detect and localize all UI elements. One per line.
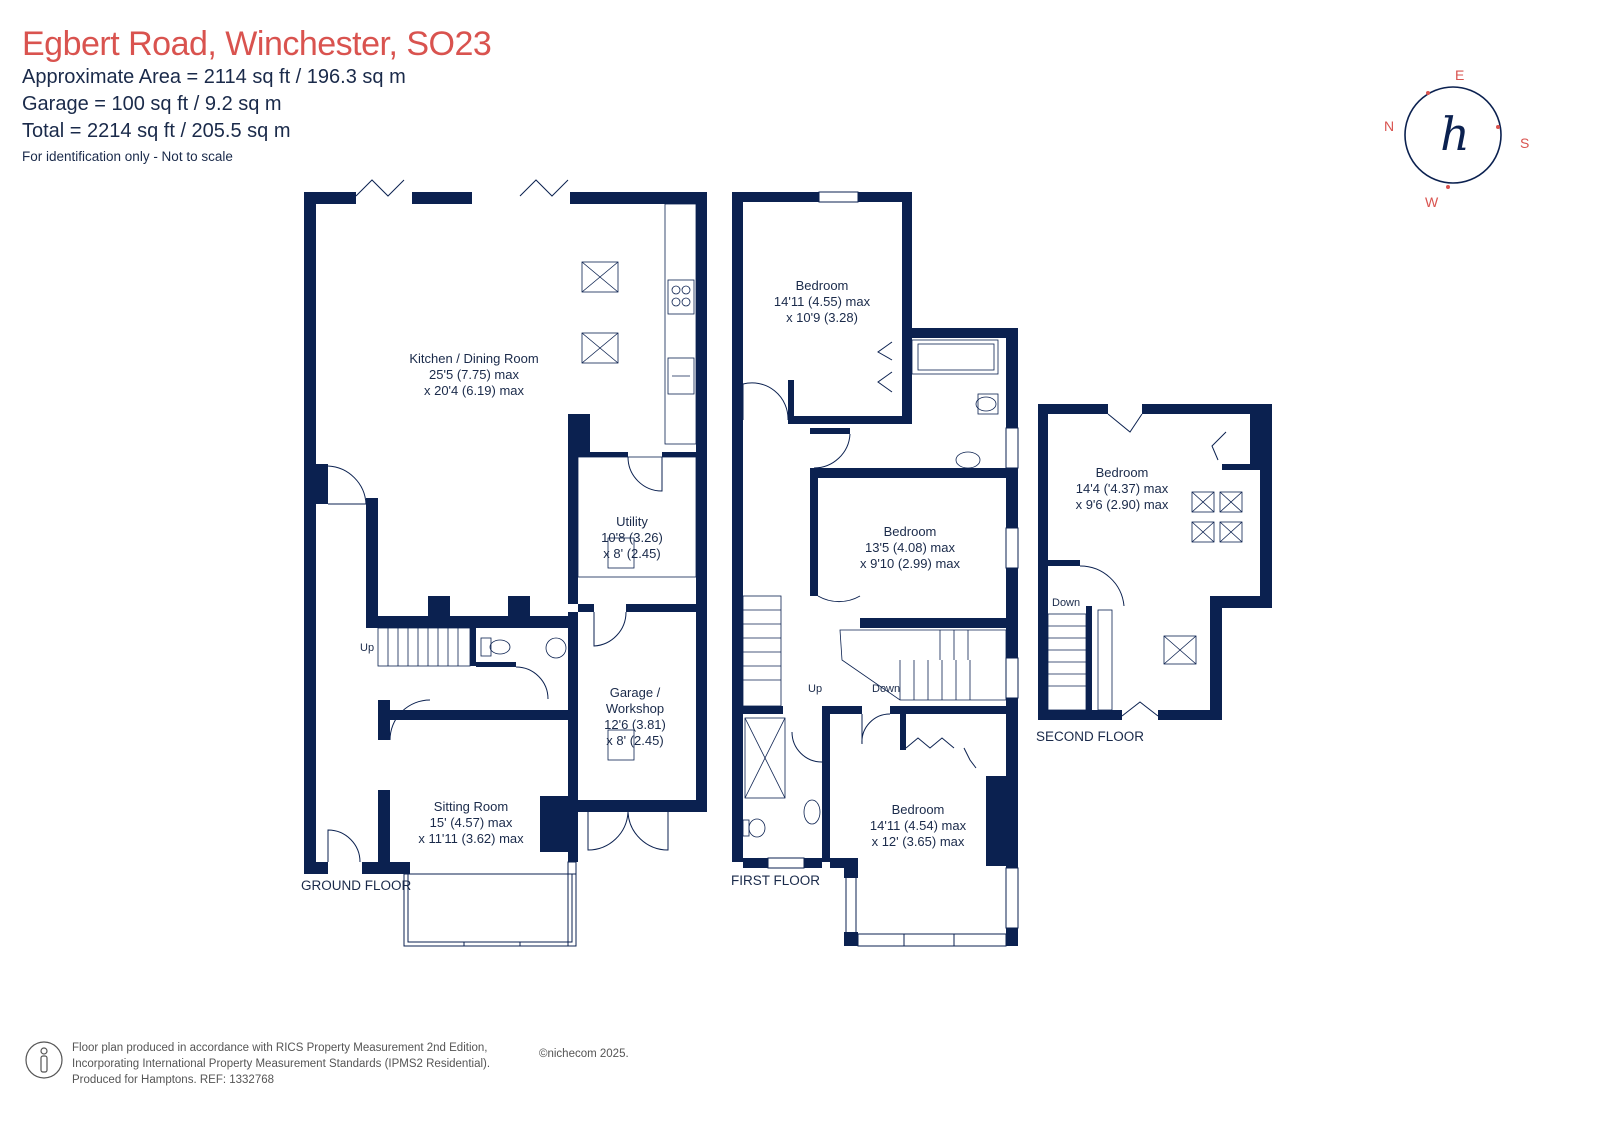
utility-dim2: x 8' (2.45)	[603, 546, 660, 561]
garage-name-2: Workshop	[606, 701, 664, 716]
property-title: Egbert Road, Winchester, SO23	[22, 25, 492, 63]
second-stair-down: Down	[1052, 597, 1080, 609]
garage-dim1: 12'6 (3.81)	[604, 717, 666, 732]
first-floor-label: FIRST FLOOR	[731, 873, 820, 888]
footer-line-3: Produced for Hamptons. REF: 1332768	[72, 1074, 275, 1086]
compass-s: S	[1520, 135, 1529, 151]
copyright: ©nichecom 2025.	[539, 1048, 629, 1060]
second-bed-dim1: 14'4 ('4.37) max	[1076, 481, 1169, 496]
bed1-dim1: 14'11 (4.55) max	[774, 294, 871, 309]
first-floor: Up Down	[731, 191, 1019, 947]
sitting-dim1: 15' (4.57) max	[430, 815, 513, 830]
garage-dim2: x 8' (2.45)	[606, 733, 663, 748]
bed3-dim1: 14'11 (4.54) max	[870, 818, 967, 833]
footer-text: Floor plan produced in accordance with R…	[72, 1040, 490, 1088]
compass-ring	[1404, 86, 1502, 184]
kitchen-name: Kitchen / Dining Room	[409, 351, 538, 366]
garage-area: Garage = 100 sq ft / 9.2 sq m	[22, 93, 282, 115]
approx-area: Approximate Area = 2114 sq ft / 196.3 sq…	[22, 66, 406, 88]
ground-stair-up: Up	[360, 642, 374, 654]
kitchen-dim2: x 20'4 (6.19) max	[424, 383, 525, 398]
second-floor: Down Bedroom 14'4 ('4.37) max x 9'6 (2.9…	[1036, 404, 1272, 744]
footer-line-1: Floor plan produced in accordance with R…	[72, 1042, 488, 1054]
compass-e: E	[1455, 67, 1464, 83]
second-bed-dim2: x 9'6 (2.90) max	[1076, 497, 1169, 512]
info-person-icon	[25, 1041, 63, 1079]
sitting-name: Sitting Room	[434, 799, 508, 814]
compass-logo: h	[1440, 107, 1470, 161]
sitting-dim2: x 11'11 (3.62) max	[418, 831, 524, 846]
bed2-dim2: x 9'10 (2.99) max	[860, 556, 961, 571]
first-stair-down: Down	[872, 683, 900, 695]
bed2-name: Bedroom	[884, 524, 937, 539]
first-stair-up: Up	[808, 683, 822, 695]
header: Egbert Road, Winchester, SO23 Approximat…	[22, 24, 492, 164]
compass-n: N	[1384, 118, 1394, 134]
bed2-dim1: 13'5 (4.08) max	[865, 540, 955, 555]
bed1-dim2: x 10'9 (3.28)	[786, 310, 858, 325]
second-bed-name: Bedroom	[1096, 465, 1149, 480]
total-area: Total = 2214 sq ft / 205.5 sq m	[22, 120, 291, 142]
bed3-name: Bedroom	[892, 802, 945, 817]
garage-name-1: Garage /	[610, 685, 661, 700]
compass-w: W	[1425, 194, 1439, 210]
utility-dim1: 10'8 (3.26)	[601, 530, 663, 545]
bed1-name: Bedroom	[796, 278, 849, 293]
utility-name: Utility	[616, 514, 648, 529]
kitchen-dim1: 25'5 (7.75) max	[429, 367, 519, 382]
second-floor-label: SECOND FLOOR	[1036, 729, 1144, 744]
ground-floor: Up Kitchen / Dining Room 25'5 (7.75) max…	[301, 179, 707, 947]
disclaimer-note: For identification only - Not to scale	[22, 149, 233, 164]
compass: h N E S W	[1384, 67, 1529, 210]
ground-floor-label: GROUND FLOOR	[301, 878, 412, 893]
footer-line-2: Incorporating International Property Mea…	[72, 1058, 491, 1070]
bed3-dim2: x 12' (3.65) max	[872, 834, 965, 849]
